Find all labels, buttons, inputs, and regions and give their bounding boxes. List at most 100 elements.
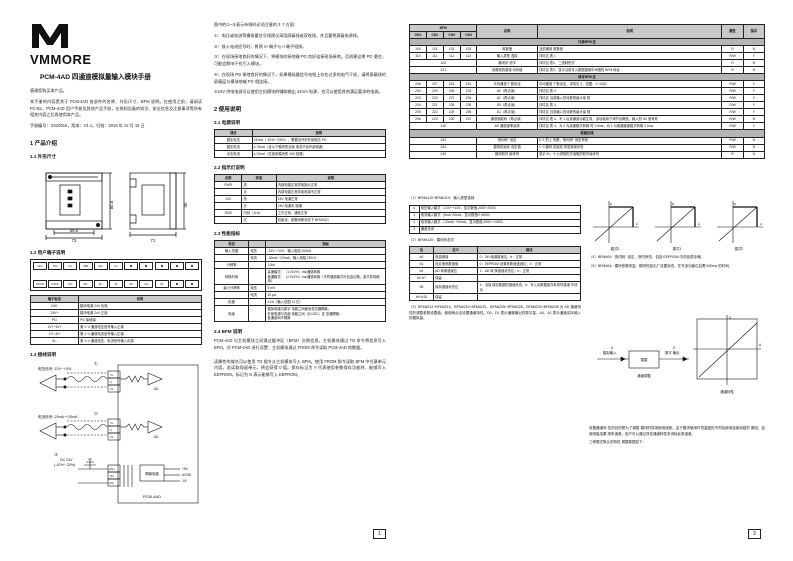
table-cell: 24Vdc（-10%~+20%），需要另外的外接电压 PG (251, 136, 387, 145)
wiring-voltage-label: 电压信号:-10V~+10V (38, 366, 72, 371)
bfm-address: 235 (459, 101, 478, 110)
bfm-address: 206 (409, 80, 427, 89)
table-cell: 第 1~4 通道电压、电流信号输入负端 (77, 336, 203, 345)
table-cell: 电流 (248, 291, 267, 300)
column-header: 说明 (536, 23, 723, 40)
svg-text:D: D (610, 202, 613, 206)
adjust-axis-a: A (759, 343, 762, 347)
column-header: 说明 (77, 294, 203, 303)
table-cell: 内部电源正常供电电源不正常 (275, 188, 387, 197)
curve-label: 模式2 (734, 247, 744, 251)
register-save-flag: N (742, 66, 766, 75)
register-attribute: R/W (721, 108, 744, 117)
section-2-3-heading: 2.3 性能指标 (214, 231, 241, 237)
register-group-title: 读写BFM 区 (409, 73, 765, 82)
table-cell: b0 (409, 253, 434, 262)
table-cell: 20 μA (265, 291, 386, 300)
terminal-pin: V+ (109, 261, 124, 270)
wiring-pin-vl1: VL (110, 387, 114, 391)
register-group-row: 读写BFM 区 (409, 73, 765, 82)
page-number-right: 2 (748, 529, 761, 539)
dim-width-1: 69.5 (70, 228, 79, 233)
column-header (248, 240, 267, 249)
terminal-pin: 24Vdc (33, 279, 48, 288)
terminal-pin: 25# (78, 261, 93, 270)
table-cell: 工作正常、通信正常 (275, 209, 387, 218)
document-title: PCM-4AD 四通道模拟量输入模块手册 (40, 74, 151, 81)
doc-meta: 手册编号：XX20016，版本：V1.1，归档：2016 年 12 月 15 日 (30, 123, 145, 128)
terminal-pin: VL (154, 279, 169, 288)
table-cell (213, 291, 250, 300)
table-cell: 保留 (432, 274, 479, 283)
register-save-flag: Y (742, 87, 766, 96)
section-1-2-heading: 1.2 用户端子说明 (30, 249, 66, 255)
adjust-paragraph-1: 设置通道特 性的目的是为了调整 模块的现场使用误差。由于模块使用环境温度的不同及… (589, 426, 765, 436)
wiring-out-3: -5V (182, 479, 188, 483)
wiring-pin-i2: I+ (110, 428, 113, 432)
table-cell: 通道关闭 (418, 225, 582, 234)
wiring-note: ③：在现场接地良好的情况下，将模块的接地端 PG 良好连接现场接地。否则建议将 … (214, 54, 386, 66)
register-save-flag: N (742, 115, 766, 124)
table-cell: 电压 (248, 284, 267, 293)
register-attribute: R (721, 150, 744, 159)
table-cell (213, 202, 243, 211)
column-header: 名称 (476, 23, 538, 40)
table-cell: 0：24V电源错误位；b：正常 (477, 253, 581, 262)
table-cell: 模块电源 24V 负极 (77, 301, 203, 310)
table-cell: 电流 (248, 254, 267, 263)
table-cell: 0 (409, 204, 420, 213)
register-name: 用数值 (476, 45, 538, 54)
table-cell (213, 254, 250, 263)
register-attribute: R (721, 66, 744, 75)
dim-height-1: 80.5 (109, 200, 114, 209)
table-cell: 保留 (432, 292, 479, 301)
register-description: 详情见 当前输入的对数的最大量 程 (536, 94, 723, 103)
register-description: 0~1 的上 传数、快闪码" 设定有效 (536, 136, 723, 145)
register-attribute: R (721, 45, 744, 54)
column-header: 定义 (432, 246, 479, 255)
register-name: D1（再点读） (476, 108, 538, 117)
table-cell: 电压 (248, 247, 267, 256)
terminal-pin-blank (185, 279, 200, 288)
terminal-pin: %V (48, 261, 63, 270)
column-header: 保存 (742, 23, 766, 40)
register-description: 1~0 模块 初始化 恢复缺省状态 (536, 143, 723, 152)
terminal-pin: VL (109, 279, 124, 288)
wiring-ad-label-2: AD (154, 435, 159, 439)
wiring-iso-label: 隔离电路 (145, 471, 159, 476)
register-name: 快闪码" 设定 (476, 136, 538, 145)
table-cell: 24V- (30, 301, 79, 310)
bfm-address: 237 (459, 115, 478, 124)
table-cell: -20mA~+20mA，输入电阻 250 Ω (265, 254, 386, 263)
table-cell: 额定电压 (214, 136, 253, 145)
terminal-pin: 2#+ (93, 261, 108, 270)
register-name: 模块软件 版本号 (476, 150, 538, 159)
register-attribute: R/W (721, 101, 744, 110)
table-cell: 24V (213, 195, 243, 204)
table-cell (248, 298, 267, 307)
bfm-address: 236 (459, 108, 478, 117)
register-attribute: R/W (721, 143, 744, 152)
table-cell: 电流输入模式（-20mA~+20mA，显示数值-4000~+4000） (418, 218, 582, 227)
bfm-address: 110 (409, 52, 427, 61)
table-cell: 1：AD 转 换错误状态位；b：正常 (477, 267, 581, 276)
table-cell: b2 (409, 267, 434, 276)
table-cell: 初始化、参数间歇状态下 BFM0CH (275, 216, 387, 225)
column-header: 项目 (214, 128, 253, 138)
